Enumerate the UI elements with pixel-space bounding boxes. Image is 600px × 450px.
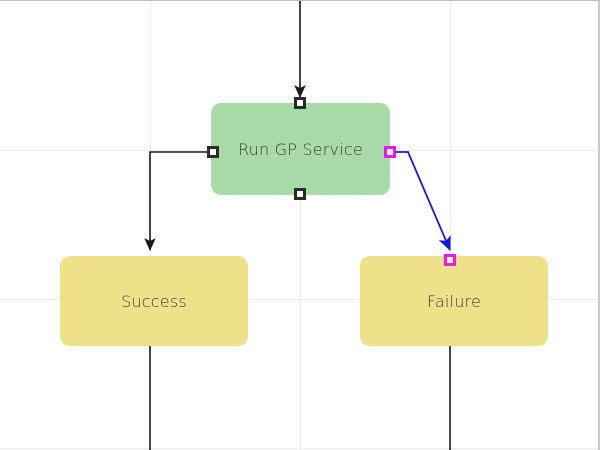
port-failure-top[interactable] [444, 254, 456, 266]
port-run-gp-top[interactable] [294, 97, 306, 109]
edge-run-gp-to-success[interactable] [144, 151, 207, 251]
node-label: Success [121, 291, 187, 311]
port-run-gp-right[interactable] [384, 146, 396, 158]
node-run-gp-service[interactable]: Run GP Service [211, 103, 390, 195]
node-failure[interactable]: Failure [360, 256, 548, 346]
edge-run-gp-to-failure[interactable] [396, 151, 451, 251]
node-label: Failure [426, 291, 482, 311]
node-success[interactable]: Success [60, 256, 248, 346]
node-label: Run GP Service [238, 139, 363, 159]
port-run-gp-left[interactable] [207, 146, 219, 158]
port-run-gp-bottom[interactable] [294, 188, 306, 200]
